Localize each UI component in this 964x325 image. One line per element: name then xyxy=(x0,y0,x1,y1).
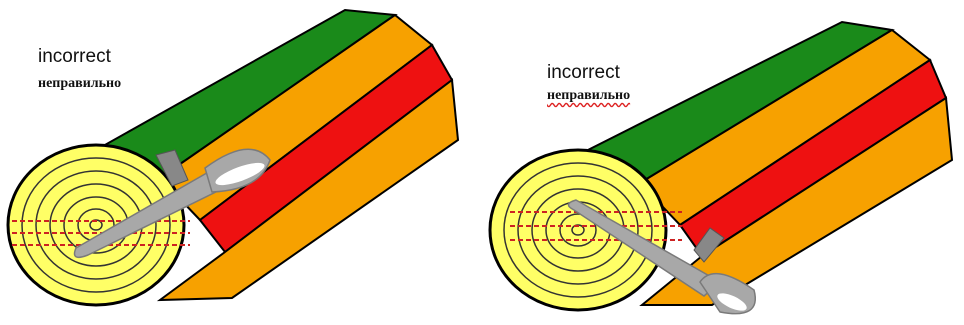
log-end-rings xyxy=(490,150,666,310)
label-incorrect-ru: неправильно xyxy=(547,88,630,104)
label-incorrect-ru: неправильно xyxy=(38,76,121,92)
diagram-panel-left: incorrect неправильно xyxy=(0,0,482,325)
diagram-panel-right: incorrect неправильно xyxy=(482,0,964,325)
label-incorrect-en: incorrect xyxy=(547,62,620,84)
label-incorrect-en: incorrect xyxy=(38,46,111,68)
log-illustration-right xyxy=(482,0,964,325)
log-end-rings xyxy=(8,145,184,305)
